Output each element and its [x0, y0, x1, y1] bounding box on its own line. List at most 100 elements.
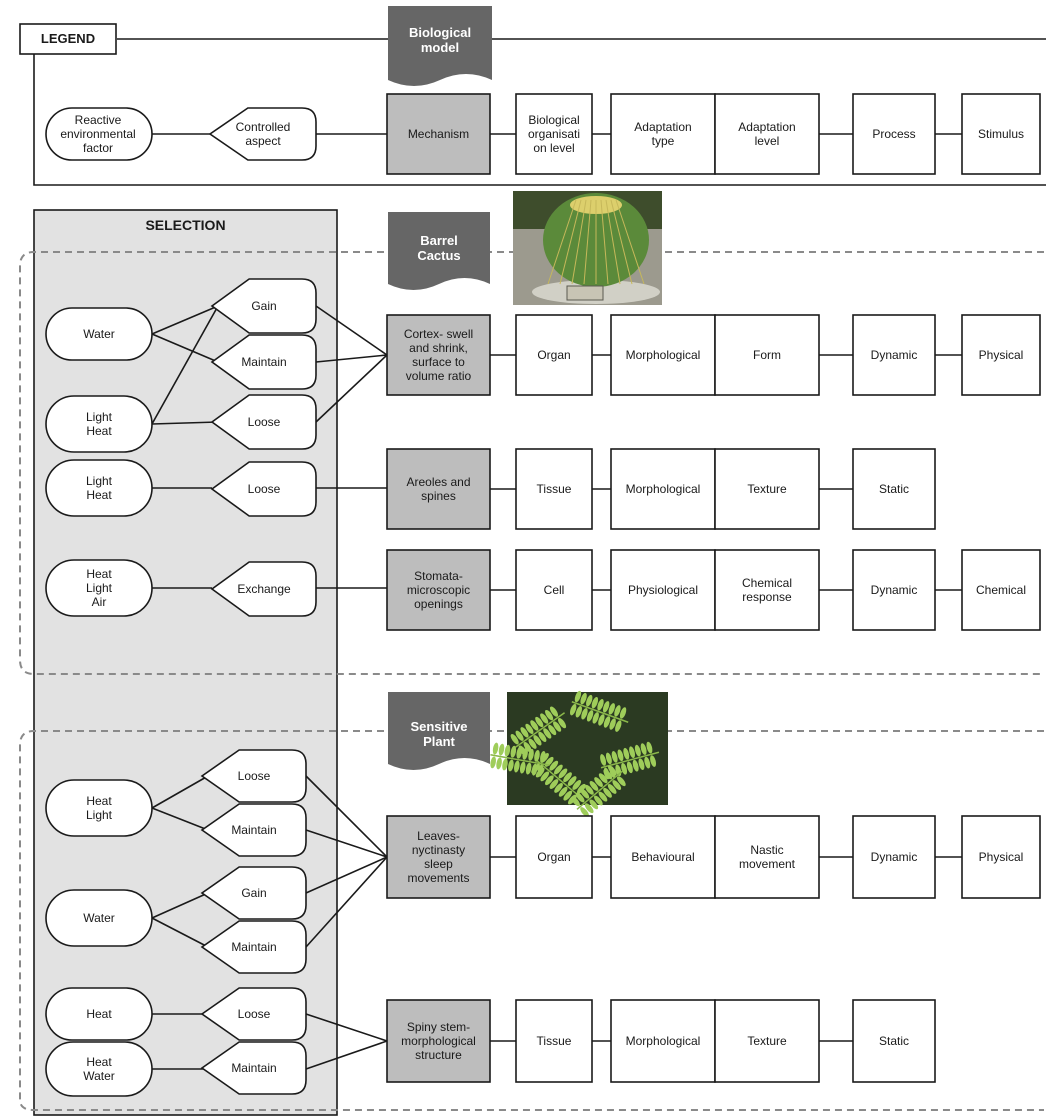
- sensitive-plant-banner: [388, 692, 490, 770]
- sensitive-plant-photo-leaflet: [540, 713, 549, 724]
- sensitive-aspect-maintain-3-shape: [200, 1041, 307, 1095]
- barrel-row1-mechanism: Cortex- swell and shrink, surface to vol…: [403, 327, 474, 383]
- barrel-row2-mechanism: Areoles and spines: [406, 475, 471, 503]
- sensitive-plant-photo-leaflet: [554, 764, 563, 775]
- sensitive-row2-adapt-type: Morphological: [625, 1034, 701, 1048]
- barrel-row3-mechanism: Stomata- microscopic openings: [406, 569, 471, 611]
- barrel-row1-adapt-type: Morphological: [625, 348, 701, 362]
- legend-banner: [388, 6, 492, 86]
- barrel-row1-org-level: Organ: [537, 348, 571, 362]
- sensitive-plant-photo-leaflet: [617, 749, 624, 762]
- sensitive-plant-photo-leaflet: [545, 775, 554, 786]
- sensitive-plant-photo-leaflet: [598, 791, 608, 802]
- barrel-row2-adapt-level-box: [714, 448, 820, 530]
- legend-factor-shape: [45, 107, 153, 161]
- barrel-row3-adapt-type-box: [610, 549, 716, 631]
- sensitive-connector: [151, 807, 209, 831]
- sensitive-plant-photo-stem: [571, 701, 629, 723]
- sensitive-row1-adapt-type-box: [610, 815, 716, 899]
- sensitive-plant-photo-leaflet: [607, 784, 617, 794]
- sensitive-plant-photo-leaflet: [646, 741, 653, 754]
- barrel-factor-light-heat-1-shape: [45, 395, 153, 453]
- sensitive-aspect-loose-1: Loose: [237, 769, 271, 783]
- sensitive-factor-water-shape: [45, 889, 153, 947]
- sensitive-row2-org-level-box: [515, 999, 593, 1083]
- sensitive-plant-photo-leaflet: [594, 795, 603, 806]
- sensitive-aspect-loose-2: Loose: [237, 1007, 271, 1021]
- sensitive-plant-photo-leaflet: [650, 755, 657, 767]
- sensitive-row1-stimulus: Physical: [978, 850, 1024, 864]
- sensitive-plant-photo-leaflet: [549, 779, 559, 789]
- sensitive-plant-photo-stem: [514, 712, 566, 748]
- sensitive-plant-photo-leaflet: [575, 706, 583, 718]
- barrel-row1-process: Dynamic: [870, 348, 918, 362]
- sensitive-plant-photo-leaflet: [567, 776, 577, 786]
- barrel-cactus-photo-rib: [615, 199, 645, 285]
- sensitive-plant-photo-leaflet: [496, 757, 502, 770]
- sensitive-aspect-maintain-1: Maintain: [231, 823, 277, 837]
- sensitive-connector: [305, 1013, 388, 1042]
- sensitive-plant-photo-leaflet: [522, 747, 528, 760]
- barrel-row3-mechanism-box: [386, 549, 491, 631]
- sensitive-factor-heat-light-shape: [45, 779, 153, 837]
- sensitive-row2-process-box: [852, 999, 936, 1083]
- barrel-aspect-loose-2: Loose: [247, 482, 281, 496]
- barrel-aspect-maintain-shape: [210, 334, 317, 390]
- sensitive-aspect-maintain-2-shape: [200, 920, 307, 974]
- sensitive-connector: [151, 892, 209, 919]
- sensitive-row1-stimulus-box: [961, 815, 1041, 899]
- sensitive-connector: [151, 775, 209, 809]
- legend-stimulus-box: [961, 93, 1041, 175]
- barrel-factor-heat-light-air-shape: [45, 559, 153, 617]
- sensitive-aspect-loose-2-shape: [200, 987, 307, 1041]
- legend-aspect-label: Controlled aspect: [235, 120, 291, 148]
- barrel-cactus-banner-label: Barrel Cactus: [417, 233, 461, 263]
- sensitive-plant-photo-leaflet: [619, 707, 627, 719]
- barrel-row3-stimulus-box: [961, 549, 1041, 631]
- barrel-connector: [151, 305, 219, 335]
- sensitive-plant-photo-leaflet: [614, 705, 621, 717]
- sensitive-factor-heat-water-shape: [45, 1041, 153, 1097]
- sensitive-plant-photo-leaflet: [612, 780, 622, 790]
- sensitive-plant-photo-leaflet: [528, 738, 537, 749]
- sensitive-plant-photo-leaflet: [632, 759, 639, 772]
- barrel-factor-water-shape: [45, 307, 153, 361]
- barrel-row2-org-level-box: [515, 448, 593, 530]
- sensitive-plant-photo-leaflet: [589, 799, 599, 810]
- sensitive-plant-photo-leaflet: [540, 771, 550, 782]
- sensitive-plant-photo-leaflet: [534, 749, 540, 762]
- sensitive-plant-photo-leaflet: [597, 699, 604, 711]
- barrel-cactus-photo-rib: [547, 199, 577, 285]
- barrel-row3-org-level: Cell: [543, 583, 565, 597]
- sensitive-plant-photo-leaflet: [545, 709, 554, 721]
- sensitive-connector: [305, 856, 388, 948]
- barrel-aspect-loose-1-shape: [210, 394, 317, 450]
- sensitive-plant-photo-stem: [600, 751, 660, 769]
- sensitive-plant-photo-stem: [576, 770, 624, 810]
- barrel-row3-process: Dynamic: [870, 583, 918, 597]
- sensitive-plant-photo-leaflet: [563, 790, 573, 801]
- legend-adapt-level-label: Adaptation level: [738, 120, 796, 148]
- sensitive-row2-process: Static: [878, 1034, 909, 1048]
- legend-process-label: Process: [872, 127, 916, 141]
- sensitive-factor-heat-light: Heat Light: [85, 794, 113, 822]
- sensitive-plant-photo-leaflet: [525, 723, 534, 734]
- sensitive-plant-photo-leaflet: [586, 710, 594, 722]
- sensitive-plant-photo-leaflet: [615, 720, 622, 732]
- sensitive-plant-photo-leaflet: [623, 747, 630, 760]
- sensitive-plant-photo-leaflet: [553, 721, 562, 732]
- sensitive-aspect-maintain-1-shape: [200, 803, 307, 857]
- sensitive-plant-photo-leaf: [490, 742, 550, 777]
- sensitive-plant-photo-leaflet: [523, 742, 532, 753]
- barrel-factor-heat-light-air: Heat Light Air: [85, 567, 113, 609]
- sensitive-plant-photo-leaflet: [510, 734, 519, 745]
- barrel-connector: [151, 333, 219, 363]
- sensitive-plant-photo-leaflet: [549, 760, 559, 771]
- sensitive-plant-photo-leaflet: [525, 762, 532, 775]
- sensitive-plant-photo-leaflet: [626, 761, 633, 774]
- sensitive-plant-photo-leaflet: [644, 756, 651, 769]
- barrel-cactus-photo-rib: [571, 199, 587, 285]
- sensitive-plant-photo-leaflet: [549, 706, 559, 717]
- barrel-row1-adapt-level: Form: [753, 348, 781, 362]
- sensitive-plant-photo-leaf: [571, 765, 626, 817]
